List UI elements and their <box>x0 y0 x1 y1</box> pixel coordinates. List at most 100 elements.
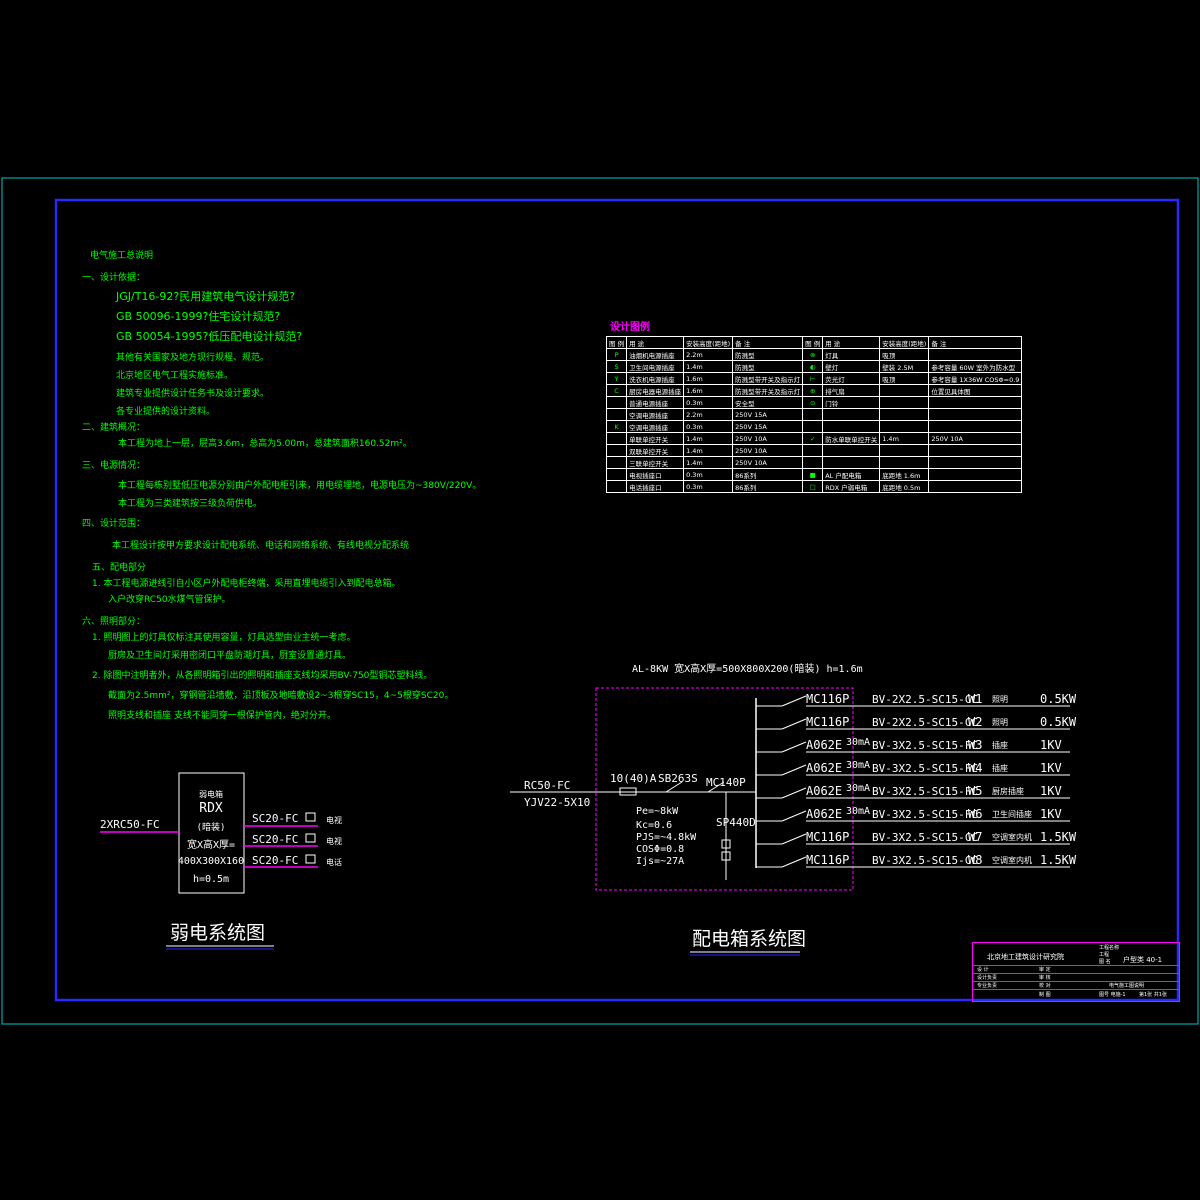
legend-header-cell: 安装高度(距地) <box>879 336 930 349</box>
legend-cell: 250V 10A <box>928 432 1023 445</box>
weak-output-cable: SC20-FC <box>252 833 298 846</box>
notes-line: 四、设计范围： <box>82 519 146 529</box>
notes-line: GB 50054-1995?低压配电设计规范? <box>116 330 303 343</box>
notes-line: 2. 除图中注明者外，从各照明箱引出的照明和插座支线均采用BV-750型铜芯塑料… <box>92 671 433 681</box>
notes-line: 二、建筑概况： <box>82 423 146 433</box>
notes-line: 1. 本工程电源进线引自小区户外配电柜终端，采用直埋电缆引入到配电总箱。 <box>92 579 401 589</box>
switch-contact <box>781 787 807 799</box>
dist-header: AL-8KW 宽X高X厚=500X800X200(暗装) h=1.6m <box>632 662 863 675</box>
legend-cell: 防水单联单控开关 <box>822 432 881 445</box>
circuit-rcd: 30mA <box>846 760 870 771</box>
legend-header-cell: 用 途 <box>626 336 685 349</box>
dist-calc: Kc=0.6 <box>636 820 672 831</box>
legend-symbol-icon: K <box>605 420 628 433</box>
legend-title: 设计图例 <box>610 322 650 333</box>
notes-line: 本工程设计按甲方要求设计配电系统、电话和网络系统、有线电视分配系统 <box>112 541 410 551</box>
distribution-system: AL-8KW 宽X高X厚=500X800X200(暗装) h=1.6m RC50… <box>510 662 1077 956</box>
circuit-rcd: 30mA <box>846 806 870 817</box>
legend-cell: 86系列 <box>732 468 804 481</box>
circuit-power: 0.5KW <box>1040 692 1077 706</box>
legend-cell: 防溅型带开关及指示灯 <box>732 384 804 397</box>
legend-symbol-icon: ⊢ <box>802 372 824 385</box>
legend-cell: 1.6m <box>683 372 734 385</box>
notes-line: 1. 照明图上的灯具仅标注其使用容量，灯具选型由业主统一考虑。 <box>92 633 356 643</box>
circuit-power: 1.5KW <box>1040 830 1077 844</box>
legend-cell <box>928 480 1023 493</box>
tb-label: 设计负责 <box>977 975 998 981</box>
legend-cell: 卫生间电源插座 <box>626 360 685 373</box>
switch-contact <box>781 856 807 868</box>
notes-line: GB 50096-1999?住宅设计规范? <box>116 310 281 323</box>
legend-symbol-icon: S <box>605 360 628 373</box>
circuit-power: 1KV <box>1040 738 1062 752</box>
legend-cell <box>928 468 1023 481</box>
tb-label: 制 图 <box>1039 992 1051 998</box>
circuit-power: 1KV <box>1040 784 1062 798</box>
circuit-id: W1 <box>968 692 982 706</box>
circuit-use: 空调室内机 <box>992 855 1032 865</box>
notes-line: 其他有关国家及地方现行规程、规范。 <box>116 353 270 363</box>
notes-line: 厨房及卫生间灯采用密闭口平盘防潮灯具，厨室设置通灯具。 <box>108 651 352 661</box>
legend-symbol-icon <box>605 444 628 457</box>
legend-cell: 空调电源插座 <box>626 408 685 421</box>
notes-line: 北京地区电气工程实施标准。 <box>116 371 234 381</box>
weak-box-line: (暗装) <box>197 821 226 833</box>
weak-box-line: RDX <box>199 801 223 816</box>
circuit-id: W8 <box>968 853 982 867</box>
circuit-breaker: MC116P <box>806 830 849 844</box>
legend-cell: 吸顶 <box>879 348 930 361</box>
circuit-id: W5 <box>968 784 982 798</box>
legend-symbol-icon: Y <box>605 372 628 385</box>
weak-output-label: 电话 <box>326 857 342 867</box>
circuit-id: W2 <box>968 715 982 729</box>
notes-line: 各专业提供的设计资料。 <box>116 407 216 417</box>
legend-cell <box>928 420 1023 433</box>
legend-cell <box>879 444 930 457</box>
notes-line: 入户改穿RC50水煤气管保护。 <box>108 595 231 605</box>
legend-cell: 1.4m <box>683 360 734 373</box>
dist-breaker2: MC140P <box>706 776 746 789</box>
circuit-use: 卫生间插座 <box>992 809 1032 819</box>
legend-cell <box>822 420 881 433</box>
legend-cell: 壁灯 <box>822 360 881 373</box>
circuit-power: 1KV <box>1040 761 1062 775</box>
legend-cell <box>928 456 1023 469</box>
legend-symbol-icon <box>802 444 824 457</box>
dist-incoming-2: YJV22-5X10 <box>524 796 590 809</box>
legend-cell: 电视插座口 <box>626 468 685 481</box>
circuit-id: W7 <box>968 830 982 844</box>
switch-contact <box>781 741 807 753</box>
legend-symbol-icon <box>605 432 628 445</box>
legend-cell: 电话插座口 <box>626 480 685 493</box>
circuit-id: W4 <box>968 761 982 775</box>
dist-calc: Pe=~8kW <box>636 806 679 817</box>
legend-symbol-icon: ⊗ <box>802 348 824 361</box>
legend-header-cell: 备 注 <box>732 336 804 349</box>
legend-symbol-icon: ⊙ <box>802 396 824 409</box>
legend-cell: 250V 10A <box>732 432 804 445</box>
legend-cell: 参考容量 60W 室外为防水型 <box>928 360 1023 373</box>
legend-cell: 250V 10A <box>732 444 804 457</box>
legend-cell <box>928 348 1023 361</box>
legend-cell <box>879 384 930 397</box>
legend-cell: 门铃 <box>822 396 881 409</box>
title-block: 北京地工建筑设计研究院 户型类 40-1 电气施工图说明 工程名称 工程 图 名… <box>972 942 1180 1002</box>
legend-cell <box>928 408 1023 421</box>
dist-spd: SP440D <box>716 816 756 829</box>
legend-cell: 洗衣机电源插座 <box>626 372 685 385</box>
notes-line: 建筑专业提供设计任务书及设计要求。 <box>116 389 270 399</box>
legend-symbol-icon: C <box>605 384 628 397</box>
legend-cell <box>879 420 930 433</box>
legend-symbol-icon <box>802 420 824 433</box>
legend-cell: 0.3m <box>683 468 734 481</box>
